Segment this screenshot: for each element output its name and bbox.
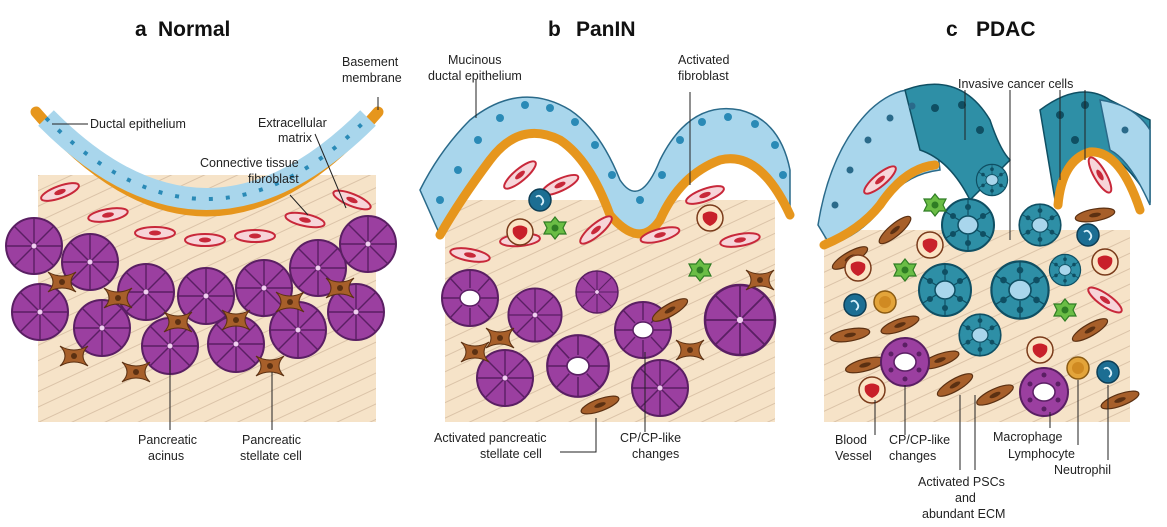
panel-b-letter: b [548,18,561,41]
panel-c-title: PDAC [976,18,1036,41]
label-basement-membrane-2: membrane [342,71,402,85]
label-invasive-cancer-cells: Invasive cancer cells [958,77,1073,91]
panel-c: c PDAC [818,18,1150,521]
label-connective-tissue-fibroblast-2: fibroblast [248,172,299,186]
label-activated-psc-2: stellate cell [480,447,542,461]
label-neutrophil: Neutrophil [1054,463,1111,477]
label-mucinous-2: ductal epithelium [428,69,522,83]
label-pancreatic-stellate-cell-2: stellate cell [240,449,302,463]
label-pancreatic-stellate-cell-1: Pancreatic [242,433,301,447]
label-activated-pscs-2: and [955,491,976,505]
label-ductal-epithelium: Ductal epithelium [90,117,186,131]
label-b-cp-changes-1: CP/CP-like [620,431,681,445]
label-pancreatic-acinus-1: Pancreatic [138,433,197,447]
label-basement-membrane-1: Basement [342,55,399,69]
panel-a-title: Normal [158,18,230,41]
label-blood-vessel-2: Vessel [835,449,872,463]
label-mucinous-1: Mucinous [448,53,502,67]
label-pancreatic-acinus-2: acinus [148,449,184,463]
label-blood-vessel-1: Blood [835,433,867,447]
label-extracellular-matrix-2: matrix [278,131,313,145]
label-activated-psc-1: Activated pancreatic [434,431,547,445]
panel-a: a Normal [6,18,402,463]
panel-a-letter: a [135,18,147,41]
label-c-cp-changes-1: CP/CP-like [889,433,950,447]
label-c-cp-changes-2: changes [889,449,936,463]
label-activated-pscs-1: Activated PSCs [918,475,1005,489]
label-lymphocyte: Lymphocyte [1008,447,1075,461]
label-activated-pscs-3: abundant ECM [922,507,1005,521]
panel-b: b PanIN [420,18,790,461]
label-extracellular-matrix-1: Extracellular [258,116,327,130]
label-activated-fibroblast-2: fibroblast [678,69,729,83]
label-connective-tissue-fibroblast-1: Connective tissue [200,156,299,170]
label-activated-fibroblast-1: Activated [678,53,729,67]
panel-c-letter: c [946,18,958,41]
label-macrophage: Macrophage [993,430,1063,444]
panel-b-title: PanIN [576,18,636,41]
label-b-cp-changes-2: changes [632,447,679,461]
